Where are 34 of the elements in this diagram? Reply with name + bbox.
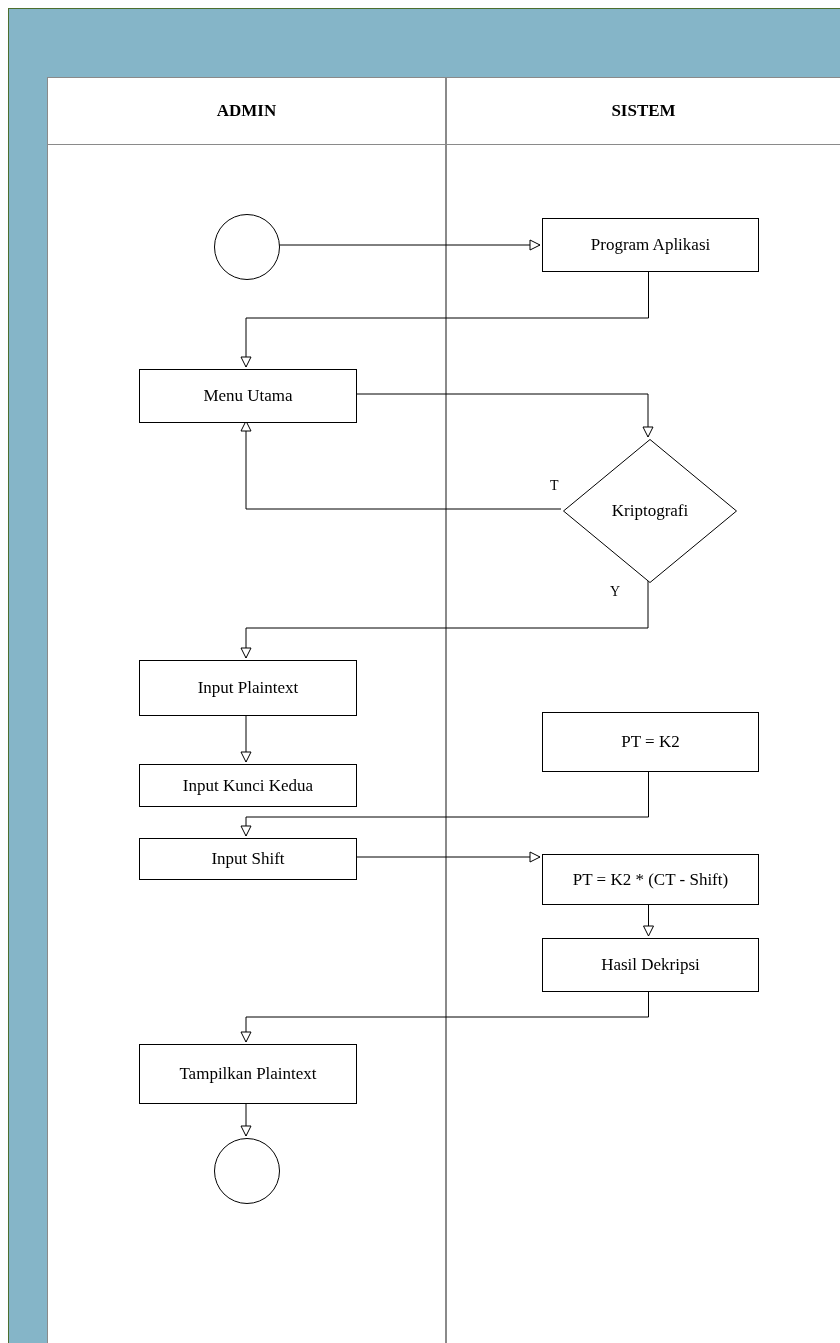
process-label: Input Kunci Kedua bbox=[182, 774, 314, 797]
process-label: Tampilkan Plaintext bbox=[179, 1063, 317, 1085]
arrow bbox=[240, 769, 649, 837]
process-label: Menu Utama bbox=[203, 385, 293, 407]
arrow bbox=[240, 713, 252, 763]
process-box bbox=[139, 764, 357, 807]
process-box bbox=[542, 712, 759, 772]
process-box bbox=[139, 1044, 357, 1104]
arrow bbox=[354, 851, 541, 863]
process-box bbox=[542, 938, 759, 992]
process-box bbox=[139, 838, 357, 880]
swimlane bbox=[446, 77, 840, 1343]
lane-header: ADMIN bbox=[48, 78, 445, 145]
process-label: Hasil Dekripsi bbox=[601, 954, 700, 976]
process-box bbox=[542, 854, 759, 905]
arrow bbox=[240, 420, 562, 510]
process-label: Program Aplikasi bbox=[590, 234, 711, 256]
process-label: Input Plaintext bbox=[197, 677, 299, 699]
process-label: PT = K2 bbox=[621, 731, 680, 753]
arrow bbox=[643, 902, 654, 937]
process-label: Input Shift bbox=[211, 848, 285, 870]
arrow bbox=[354, 393, 654, 438]
lane-header: SISTEM bbox=[447, 78, 840, 145]
decision-label: Kriptografi bbox=[611, 500, 689, 522]
arrow bbox=[240, 989, 649, 1043]
arrow bbox=[240, 580, 649, 659]
process-box bbox=[542, 218, 759, 272]
swimlane bbox=[47, 77, 446, 1343]
process-box bbox=[139, 660, 357, 716]
arrow bbox=[277, 239, 541, 251]
arrow bbox=[240, 269, 649, 368]
arrow bbox=[240, 1101, 252, 1137]
process-box bbox=[139, 369, 357, 423]
process-label: PT = K2 * (CT - Shift) bbox=[572, 868, 729, 891]
